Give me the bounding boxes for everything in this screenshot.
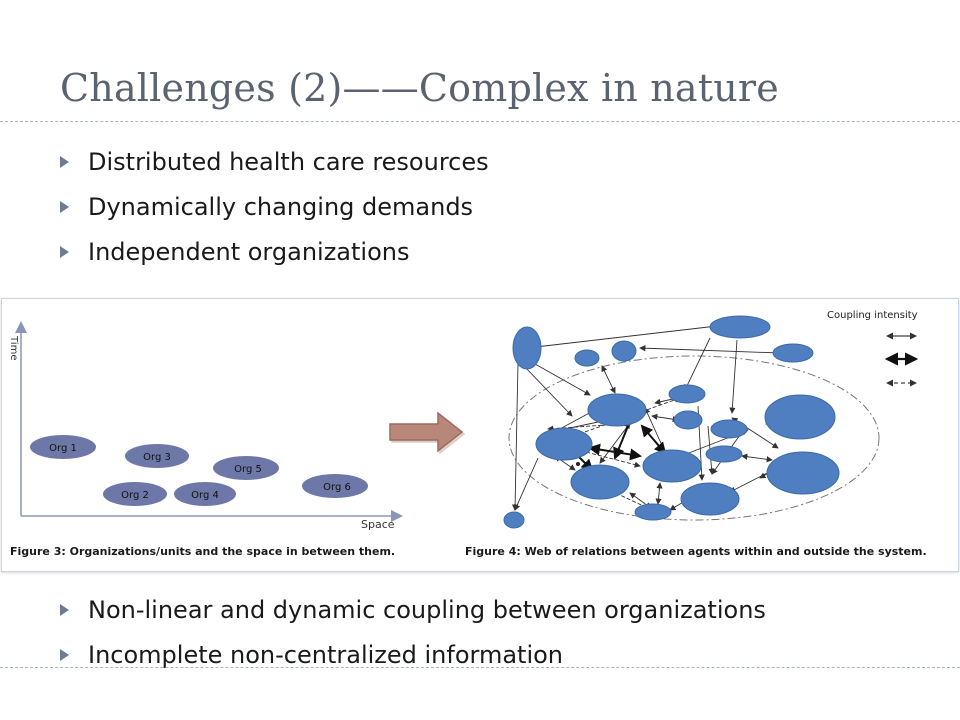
bullet-triangle-icon: [60, 649, 69, 661]
figure-3-diagram: Time Space Org 1 Org 2 Org 3 Org 4 Org 5…: [8, 321, 403, 531]
agent-node: [642, 449, 702, 483]
bullet-item: Non-linear and dynamic coupling between …: [60, 595, 766, 640]
agent-node: [766, 451, 840, 495]
agent-node: [673, 410, 703, 430]
svg-text:Org 2: Org 2: [121, 490, 149, 501]
org-node: Org 3: [125, 444, 189, 468]
bullet-triangle-icon: [60, 201, 69, 213]
figure-4-network-diagram: Coupling intensity: [503, 310, 919, 529]
bullet-triangle-icon: [60, 604, 69, 616]
point-marker: [576, 462, 580, 466]
relation-edges: [511, 323, 795, 511]
y-axis-label: Time: [8, 335, 19, 360]
x-axis-label: Space: [361, 518, 395, 531]
figure-4-caption: Figure 4: Web of relations between agent…: [465, 545, 927, 558]
org-node: Org 2: [103, 482, 167, 506]
slide-title: Challenges (2)——Complex in nature: [60, 66, 779, 110]
agent-node: [611, 340, 637, 362]
svg-text:Org 3: Org 3: [143, 452, 171, 463]
coupling-intensity-legend: Coupling intensity: [827, 310, 919, 387]
agent-node: [668, 384, 706, 404]
bottom-bullet-list: Non-linear and dynamic coupling between …: [60, 595, 766, 685]
agent-node: [574, 349, 600, 367]
org-node: Org 5: [213, 456, 279, 480]
agent-node: [772, 343, 814, 363]
title-divider: [0, 121, 960, 122]
agent-node: [512, 326, 542, 370]
bullet-item: Incomplete non-centralized information: [60, 640, 766, 685]
bullet-triangle-icon: [60, 156, 69, 168]
top-bullet-list: Distributed health care resources Dynami…: [60, 147, 489, 282]
svg-text:Org 4: Org 4: [191, 490, 219, 501]
agent-node: [705, 445, 743, 463]
svg-text:Org 6: Org 6: [323, 482, 351, 493]
agent-nodes: [503, 315, 840, 529]
bullet-triangle-icon: [60, 246, 69, 258]
agent-node: [587, 393, 647, 427]
legend-title: Coupling intensity: [827, 310, 918, 321]
bullet-item: Distributed health care resources: [60, 147, 489, 192]
agent-node: [535, 427, 593, 461]
svg-text:Org 5: Org 5: [234, 464, 262, 475]
agent-node: [764, 394, 836, 440]
agent-node: [680, 482, 740, 516]
figure-3-caption: Figure 3: Organizations/units and the sp…: [10, 545, 396, 558]
org-node: Org 6: [302, 474, 368, 498]
bullet-item: Dynamically changing demands: [60, 192, 489, 237]
bullet-item: Independent organizations: [60, 237, 489, 282]
agent-node: [570, 464, 630, 500]
system-boundary: [508, 355, 880, 521]
agent-node: [503, 511, 525, 529]
svg-text:Org 1: Org 1: [49, 443, 77, 454]
agent-node: [634, 503, 672, 521]
footer-divider: [0, 667, 960, 668]
agent-node: [710, 419, 748, 439]
org-node: Org 1: [30, 435, 96, 459]
agent-node: [709, 315, 771, 339]
org-node: Org 4: [174, 482, 236, 506]
transition-arrow-icon: [389, 411, 466, 455]
